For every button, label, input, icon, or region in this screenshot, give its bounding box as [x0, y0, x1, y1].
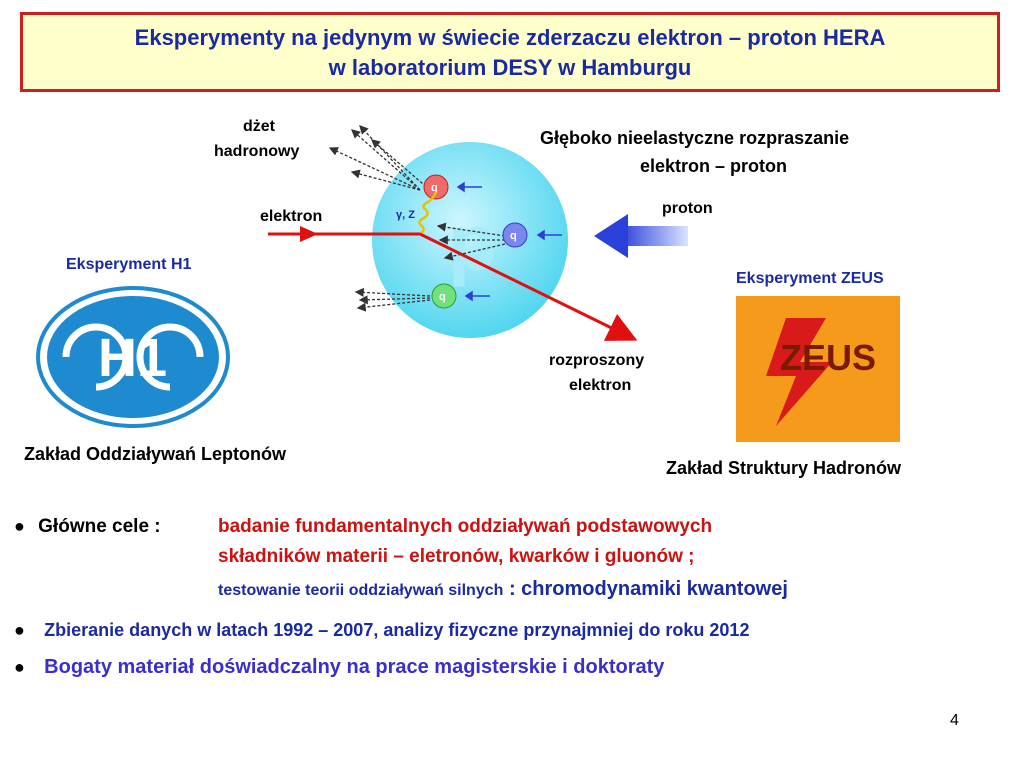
- goals-lead: Główne cele :: [38, 516, 161, 537]
- proton-symbol: p: [448, 198, 497, 287]
- electron-in-arrow: [300, 226, 318, 242]
- h1-logo: H1: [36, 286, 230, 428]
- scattered-label-2: elektron: [569, 377, 632, 394]
- bullet-marker: ●: [14, 657, 25, 677]
- proton-label: proton: [662, 200, 713, 217]
- page-number: 4: [950, 712, 959, 729]
- remnant-tracks-mid: [436, 222, 506, 261]
- boson-line: [418, 191, 438, 236]
- dis-title-line-1: Głęboko nieelastyczne rozpraszanie: [540, 128, 850, 148]
- remnant-tracks-low: [354, 287, 431, 312]
- svg-text:q: q: [510, 230, 517, 242]
- quark-mid: q: [502, 222, 528, 248]
- svg-text:ZEUS: ZEUS: [780, 337, 876, 378]
- boson-label: γ, Z: [396, 209, 415, 221]
- data-text: Zbieranie danych w latach 1992 – 2007, a…: [44, 620, 750, 640]
- hadronic-jet: [328, 125, 431, 191]
- svg-text:q: q: [431, 182, 438, 194]
- scattered-label-1: rozproszony: [549, 352, 645, 369]
- goals-line-3: testowanie teorii oddziaływań silnych : …: [218, 578, 788, 601]
- title-line-1: Eksperymenty na jedynym w świecie zderza…: [134, 25, 886, 50]
- jet-label-2: hadronowy: [214, 143, 300, 160]
- title-line-2: w laboratorium DESY w Hamburgu: [328, 55, 692, 80]
- svg-text:H1: H1: [98, 328, 167, 388]
- electron-label: elektron: [260, 208, 323, 225]
- bullet-data: ● Zbieranie danych w latach 1992 – 2007,…: [14, 620, 749, 642]
- h1-label: Eksperyment H1: [66, 256, 192, 273]
- bullet-marker: ●: [14, 620, 25, 640]
- svg-text:q: q: [439, 291, 446, 303]
- zeus-dept: Zakład Struktury Hadronów: [666, 458, 902, 478]
- zeus-label: Eksperyment ZEUS: [736, 270, 884, 287]
- electron-out-line: [419, 232, 638, 341]
- jet-label-1: dżet: [243, 118, 275, 135]
- bullet-marker: ●: [14, 516, 25, 536]
- bullet-material: ● Bogaty materiał doświadczalny na prace…: [14, 656, 664, 679]
- quark-top: q: [423, 174, 449, 200]
- goals-red-line-1: badanie fundamentalnych oddziaływań pods…: [218, 516, 713, 537]
- goals-red-line-2: składników materii – eletronów, kwarków …: [218, 546, 695, 567]
- quark-low: q: [431, 283, 457, 309]
- proton-arrow: [594, 214, 688, 258]
- title-box: Eksperymenty na jedynym w świecie zderza…: [20, 12, 1000, 92]
- bullet-goals: ● Główne cele :: [14, 516, 161, 538]
- goals-tail: : chromodynamiki kwantowej: [503, 578, 788, 600]
- h1-dept: Zakład Oddziaływań Leptonów: [24, 444, 287, 464]
- quark-momentum-arrows: [456, 181, 562, 302]
- material-text: Bogaty materiał doświadczalny na prace m…: [44, 656, 665, 678]
- zeus-logo: ZEUS: [736, 296, 900, 442]
- goals-small-text: testowanie teorii oddziaływań silnych: [218, 582, 504, 599]
- dis-title-line-2: elektron – proton: [640, 156, 788, 176]
